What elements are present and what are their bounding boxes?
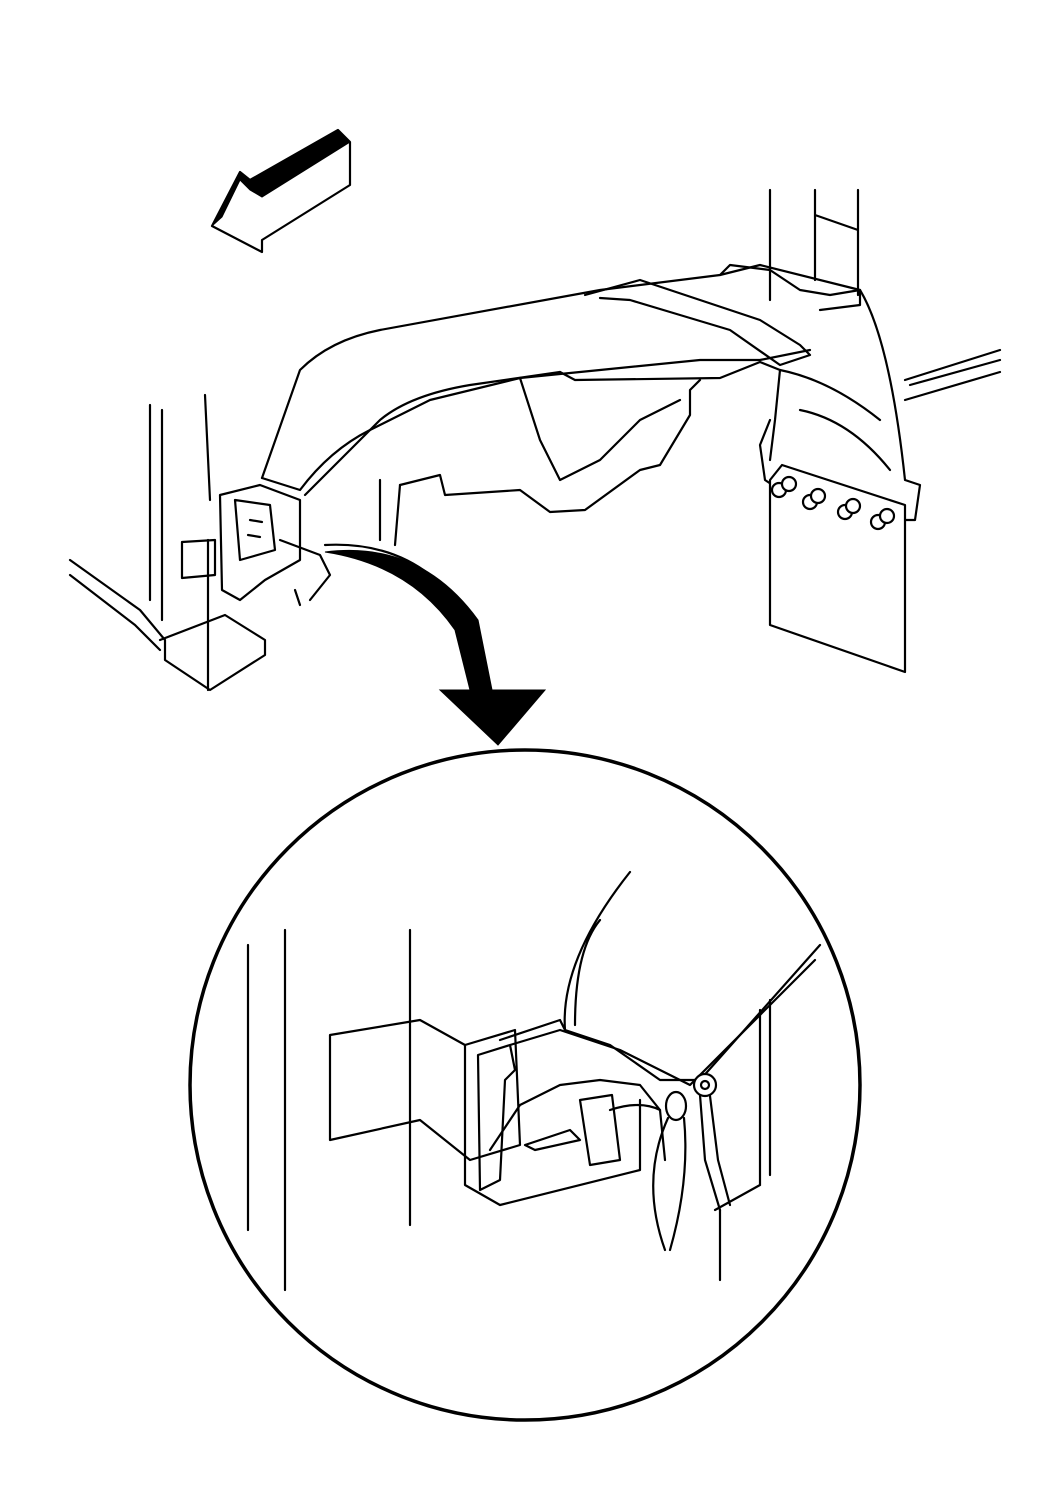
mounting-plate [768, 463, 907, 674]
left-pillar [68, 393, 332, 692]
right-pillar [768, 188, 1002, 402]
bolt-icon [801, 487, 827, 511]
detail-callout-arrow-icon [323, 543, 547, 746]
main-assembly [260, 263, 922, 547]
bolt-icon [770, 475, 798, 499]
bolt-icon [869, 507, 896, 531]
bolt-icon [836, 497, 862, 521]
direction-arrow-icon [210, 128, 352, 254]
detail-view [188, 748, 862, 1422]
